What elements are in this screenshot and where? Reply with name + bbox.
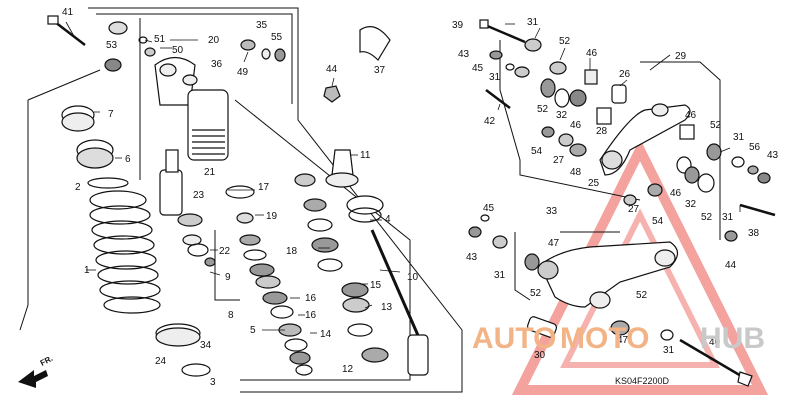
callout-13: 13 [381, 302, 393, 313]
callout-7: 7 [108, 109, 114, 120]
callout-31c: 31 [733, 132, 745, 143]
callout-37: 37 [374, 65, 386, 76]
callout-54b: 54 [652, 216, 664, 227]
callout-4: 4 [385, 214, 391, 225]
callout-56: 56 [749, 142, 761, 153]
callout-16a: 16 [305, 293, 317, 304]
callout-38: 38 [748, 228, 760, 239]
watermark-part2: MOTO [560, 322, 649, 355]
callout-31d: 31 [722, 212, 734, 223]
callout-27a: 27 [553, 155, 565, 166]
callout-52c: 52 [710, 120, 722, 131]
link-assembly-frame [499, 40, 721, 301]
callout-24: 24 [155, 356, 167, 367]
callout-44: 44 [326, 64, 338, 75]
callout-27b: 27 [628, 204, 640, 215]
callout-48: 48 [570, 167, 582, 178]
callout-14: 14 [320, 329, 332, 340]
callout-34: 34 [200, 340, 212, 351]
callout-17: 17 [258, 182, 270, 193]
callout-31b: 31 [489, 72, 501, 83]
callout-11: 11 [360, 150, 371, 161]
callout-22: 22 [219, 246, 231, 257]
callout-26: 26 [619, 69, 631, 80]
arrow-left-icon [18, 370, 48, 388]
callout-40: 40 [709, 337, 721, 348]
callout-21: 21 [204, 167, 216, 178]
callout-5: 5 [250, 325, 256, 336]
callout-44b: 44 [725, 260, 737, 271]
callout-33: 33 [546, 206, 558, 217]
link-parts [468, 19, 776, 387]
callout-46c: 46 [685, 110, 697, 121]
callout-10: 10 [407, 272, 419, 283]
callout-46a: 46 [586, 48, 598, 59]
callout-3: 3 [210, 377, 216, 388]
callout-35: 35 [256, 20, 268, 31]
callout-52d: 52 [701, 212, 713, 223]
callout-31a: 31 [527, 17, 539, 28]
callout-39: 39 [452, 20, 464, 31]
callout-16b: 16 [305, 310, 317, 321]
callout-41: 41 [62, 7, 74, 18]
callout-36: 36 [211, 59, 223, 70]
callout-labels: 41 53 51 50 20 35 55 49 36 44 37 7 6 2 2… [62, 7, 779, 388]
callout-52f: 52 [636, 290, 648, 301]
callout-43a: 43 [458, 49, 470, 60]
callout-51: 51 [154, 34, 166, 45]
leader-lines [65, 21, 741, 334]
direction-label: FR. [39, 354, 55, 368]
callout-2: 2 [75, 182, 81, 193]
callout-53: 53 [106, 40, 118, 51]
callout-46d: 46 [670, 188, 682, 199]
callout-19: 19 [266, 211, 278, 222]
callout-28: 28 [596, 126, 608, 137]
callout-54a: 54 [531, 146, 543, 157]
callout-47b: 47 [617, 335, 629, 346]
callout-32b: 32 [685, 199, 697, 210]
callout-32a: 32 [556, 110, 568, 121]
diagram-code: KS04F2200D [615, 376, 670, 386]
callout-30: 30 [534, 350, 546, 361]
callout-29: 29 [675, 51, 687, 62]
callout-20: 20 [208, 35, 220, 46]
shock-assembly-frame [19, 7, 463, 393]
callout-9: 9 [225, 272, 231, 283]
callout-45b: 45 [483, 203, 495, 214]
callout-31f: 31 [663, 345, 675, 356]
callout-52b: 52 [537, 104, 549, 115]
callout-46b: 46 [570, 120, 582, 131]
callout-52e: 52 [530, 288, 542, 299]
callout-55: 55 [271, 32, 283, 43]
shock-parts [47, 15, 429, 377]
callout-6: 6 [125, 154, 131, 165]
callout-43b: 43 [767, 150, 779, 161]
callout-25: 25 [588, 178, 600, 189]
watermark-text: AUTO MOTO HUB [472, 322, 765, 355]
callout-12: 12 [342, 364, 354, 375]
watermark-part1: AUTO [472, 322, 556, 355]
callout-49: 49 [237, 67, 249, 78]
spring-icon [89, 190, 161, 314]
callout-42: 42 [484, 116, 496, 127]
callout-31e: 31 [494, 270, 506, 281]
watermark-part3: HUB [700, 322, 765, 355]
callout-52a: 52 [559, 36, 571, 47]
callout-47a: 47 [548, 238, 560, 249]
callout-23: 23 [193, 190, 205, 201]
callout-8: 8 [228, 310, 234, 321]
front-direction-indicator: FR. [18, 354, 54, 388]
callout-15: 15 [370, 280, 382, 291]
callout-18: 18 [286, 246, 298, 257]
callout-45a: 45 [472, 63, 484, 74]
callout-50: 50 [172, 45, 184, 56]
callout-1: 1 [84, 265, 90, 276]
callout-43c: 43 [466, 252, 478, 263]
